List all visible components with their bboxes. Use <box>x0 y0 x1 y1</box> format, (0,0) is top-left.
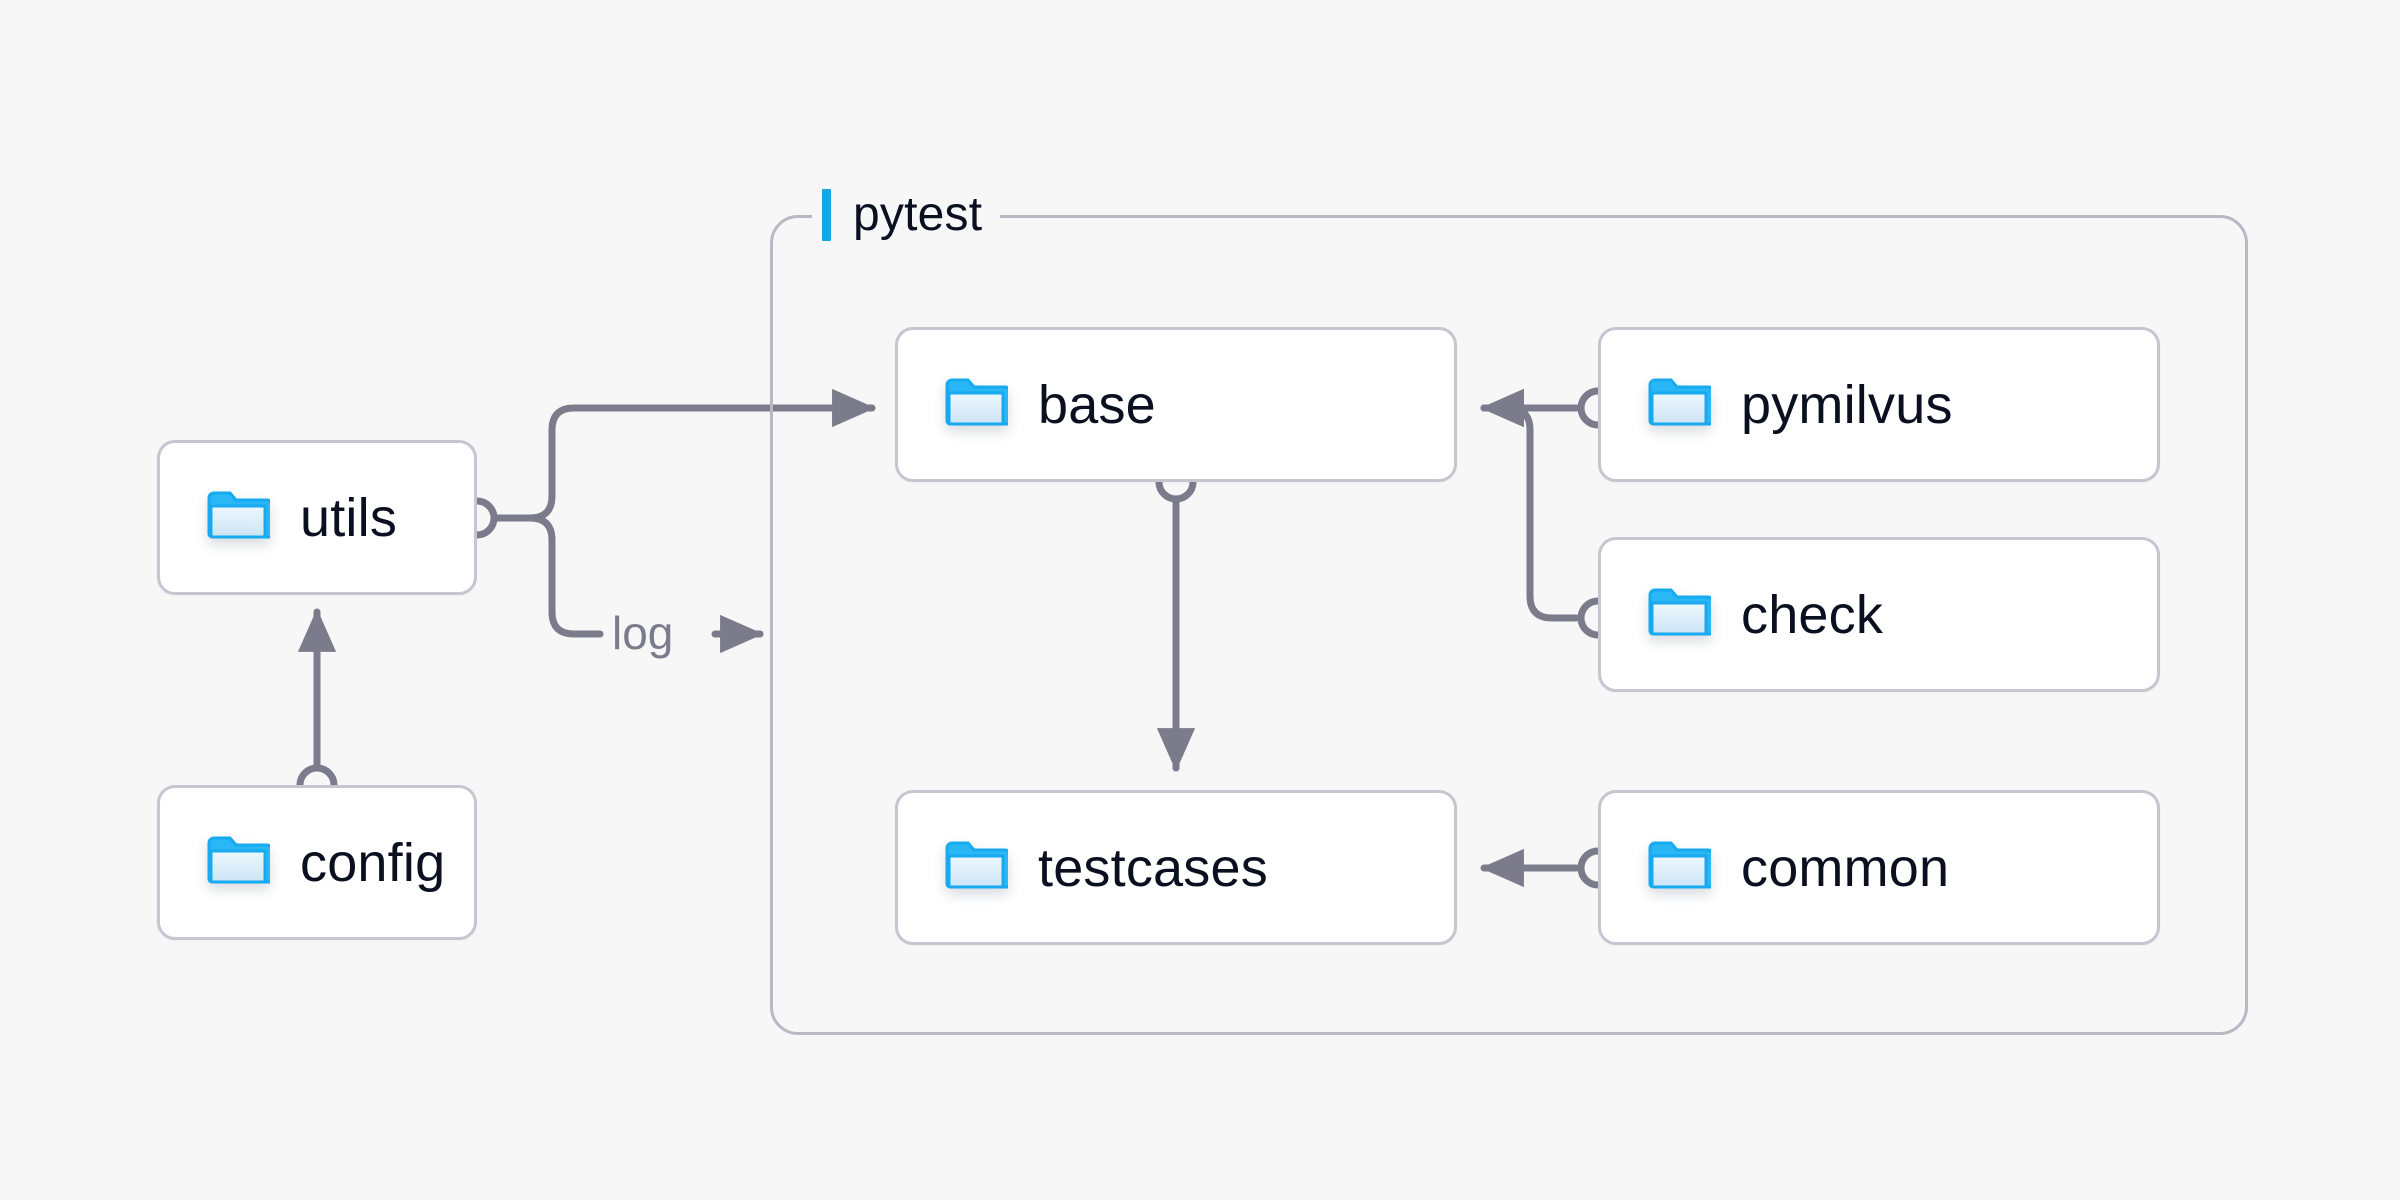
node-label-base: base <box>1038 374 1156 435</box>
folder-icon <box>944 375 1012 434</box>
node-label-check: check <box>1741 584 1884 645</box>
node-label-common: common <box>1741 837 1950 898</box>
folder-icon <box>1647 585 1715 644</box>
pytest-group-box[interactable] <box>770 215 2248 1035</box>
folder-icon <box>944 838 1012 897</box>
node-label-config: config <box>300 832 446 893</box>
node-base[interactable]: base <box>895 327 1457 482</box>
folder-icon <box>1647 375 1715 434</box>
node-common[interactable]: common <box>1598 790 2160 945</box>
group-label-text: pytest <box>853 188 983 241</box>
group-accent-bar <box>822 189 831 241</box>
node-pymilvus[interactable]: pymilvus <box>1598 327 2160 482</box>
node-label-utils: utils <box>300 487 398 548</box>
folder-icon <box>1647 838 1715 897</box>
node-label-testcases: testcases <box>1038 837 1268 898</box>
node-check[interactable]: check <box>1598 537 2160 692</box>
edge-utils-to-log <box>473 514 604 638</box>
node-utils[interactable]: utils <box>157 440 477 595</box>
edge-label-log: log <box>604 610 682 656</box>
node-config[interactable]: config <box>157 785 477 940</box>
folder-icon <box>206 488 274 547</box>
node-label-pymilvus: pymilvus <box>1741 374 1953 435</box>
folder-icon <box>206 833 274 892</box>
node-testcases[interactable]: testcases <box>895 790 1457 945</box>
pytest-group-label: pytest <box>812 186 1001 244</box>
